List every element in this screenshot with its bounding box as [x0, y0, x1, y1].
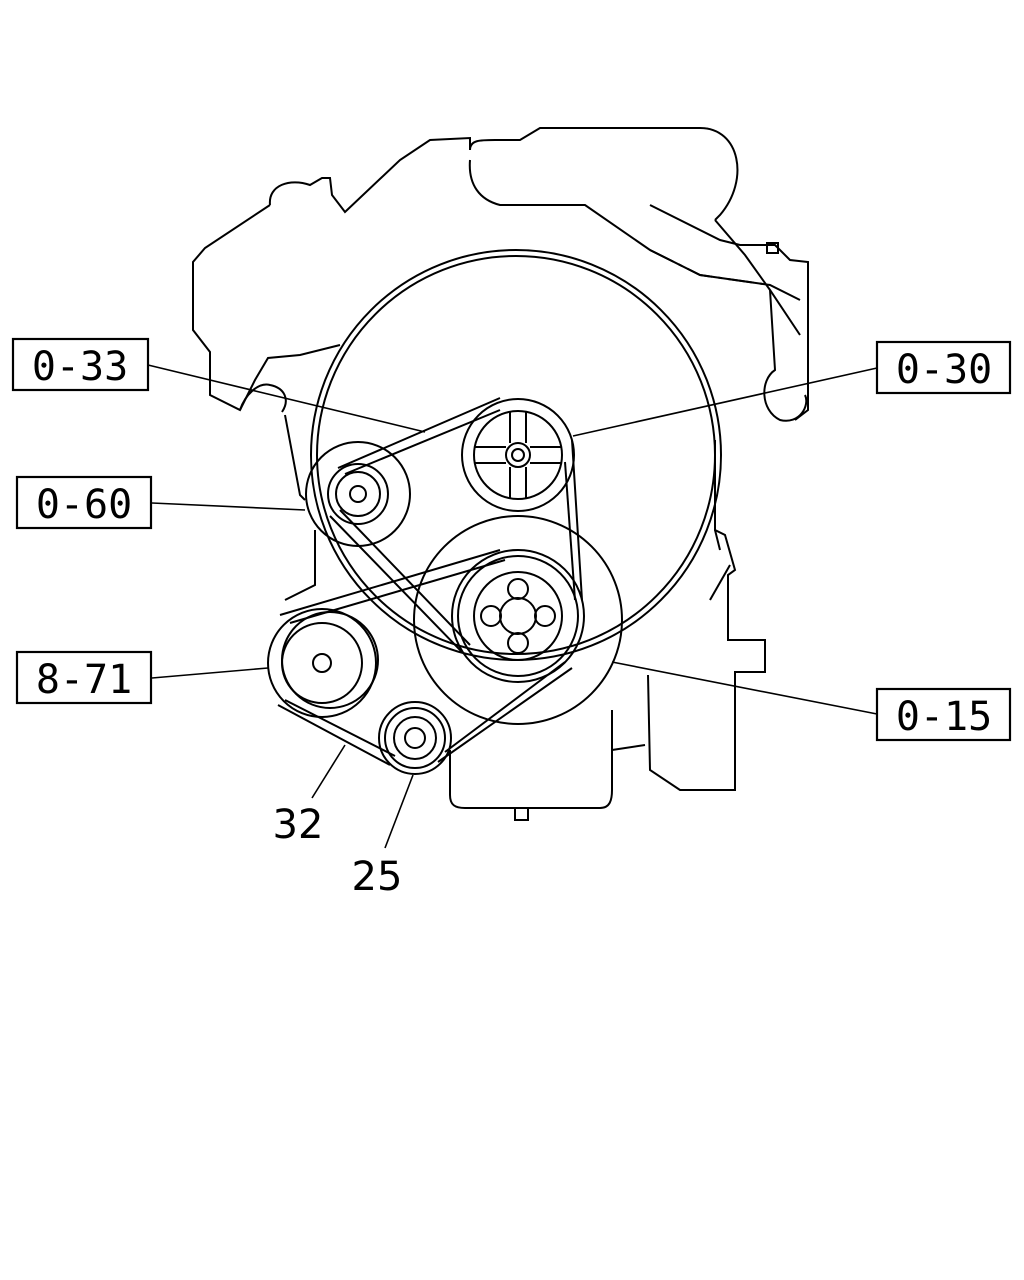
callout-0-15-label: 0-15: [896, 694, 992, 740]
part-number-32: 32: [273, 802, 324, 848]
callout-8-71-label: 8-71: [36, 657, 132, 703]
callout-0-30-label: 0-30: [896, 347, 992, 393]
callout-0-60-label: 0-60: [36, 482, 132, 528]
callout-0-33-label: 0-33: [32, 344, 128, 390]
belts: [277, 397, 583, 766]
callout-0-15: 0-15: [875, 687, 1012, 742]
callout-0-30: 0-30: [875, 340, 1012, 395]
leader-lines: [147, 364, 878, 849]
engine-outline: [192, 127, 809, 821]
crank-pulley: [413, 515, 623, 725]
part-number-25: 25: [352, 854, 403, 900]
tensioner-pulley: [378, 701, 452, 775]
alternator-pulley: [267, 608, 379, 718]
callout-0-60: 0-60: [15, 475, 153, 530]
callout-8-71: 8-71: [15, 650, 153, 705]
water-pump-pulley: [461, 398, 575, 512]
callout-0-33: 0-33: [11, 337, 150, 392]
